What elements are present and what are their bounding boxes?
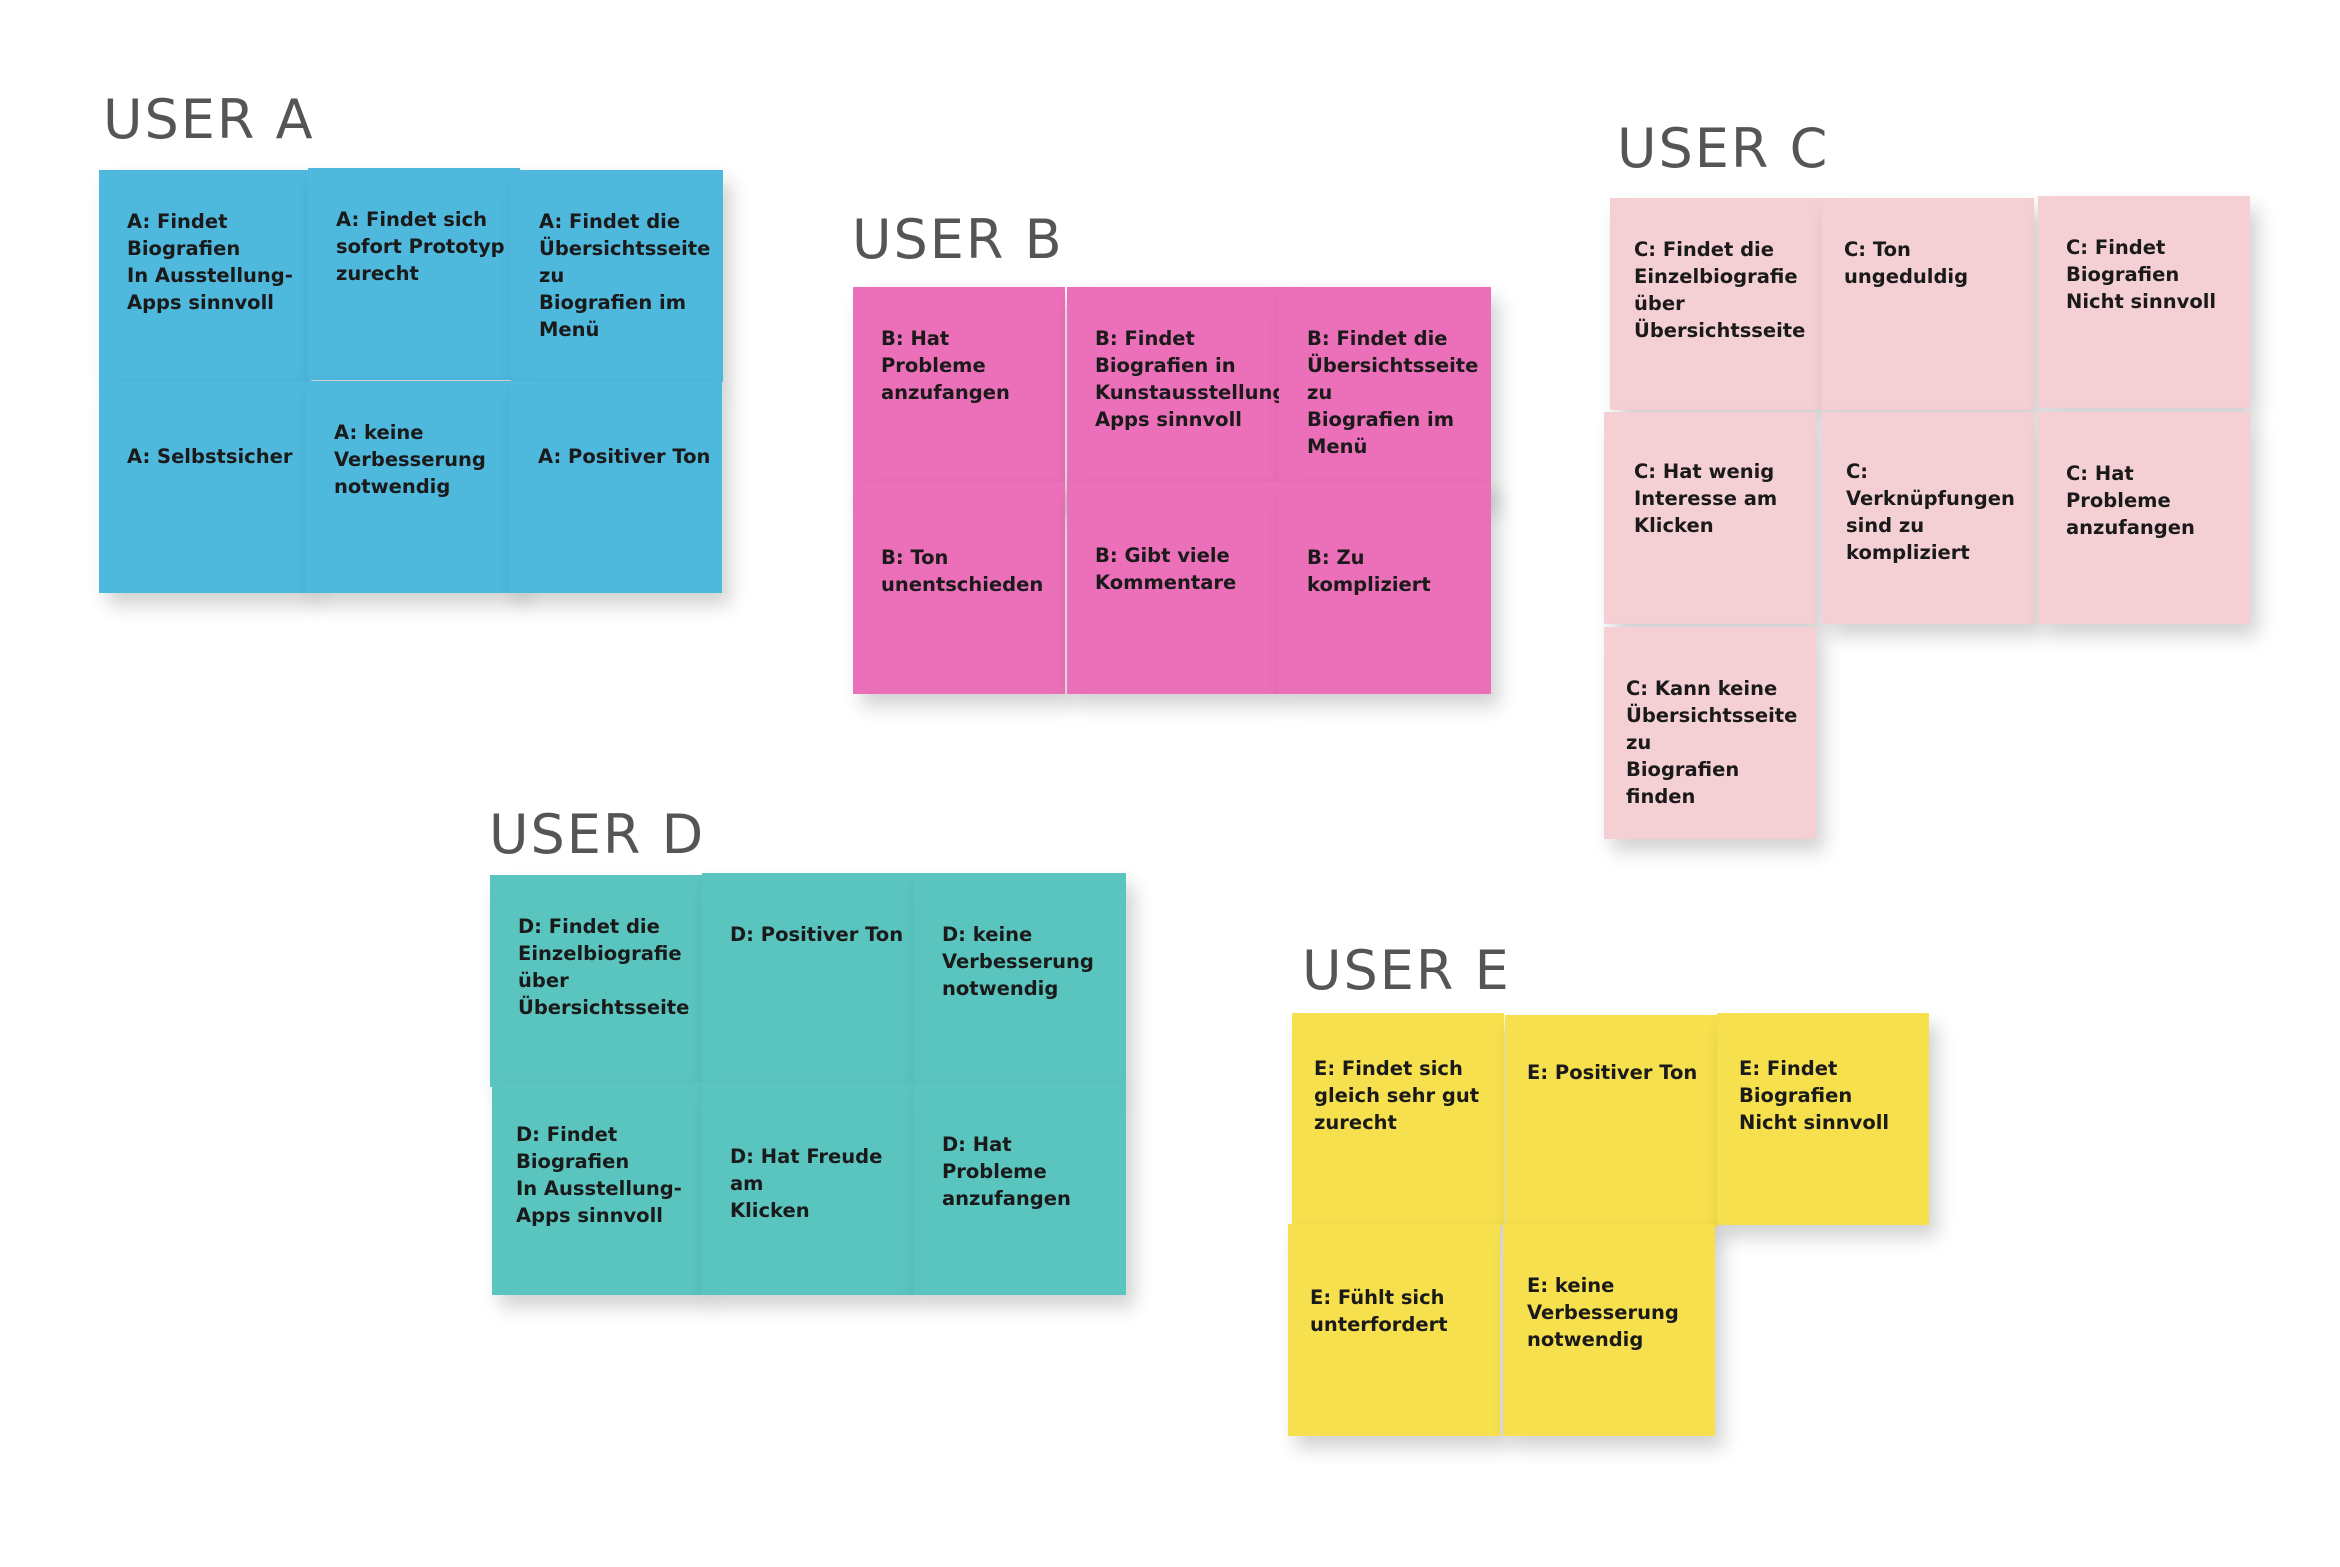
sticky-note-user-d[interactable]: D: Findet Biografien In Ausstellung- App… xyxy=(492,1083,704,1295)
sticky-note-user-b[interactable]: B: Gibt viele Kommentare xyxy=(1067,482,1279,694)
sticky-note-user-c[interactable]: C: Kann keine Übersichtsseite zu Biograf… xyxy=(1604,627,1816,839)
sticky-note-user-b[interactable]: B: Ton unentschieden xyxy=(853,482,1065,694)
group-title-user-d: USER D xyxy=(489,803,706,866)
sticky-note-user-a[interactable]: A: Findet sich sofort Prototyp zurecht xyxy=(308,168,520,380)
group-title-user-b: USER B xyxy=(852,208,1064,271)
sticky-note-user-a[interactable]: A: keine Verbesserung notwendig xyxy=(306,381,518,593)
sticky-note-user-a[interactable]: A: Selbstsicher xyxy=(99,381,311,593)
sticky-note-user-e[interactable]: E: keine Verbesserung notwendig xyxy=(1503,1224,1715,1436)
sticky-note-user-c[interactable]: C: Findet die Einzelbiografie über Übers… xyxy=(1610,198,1822,410)
sticky-note-user-b[interactable]: B: Hat Probleme anzufangen xyxy=(853,287,1065,499)
sticky-note-user-a[interactable]: A: Findet die Übersichtsseite zu Biograf… xyxy=(511,170,723,382)
sticky-note-user-e[interactable]: E: Fühlt sich unterfordert xyxy=(1288,1224,1500,1436)
sticky-note-user-c[interactable]: C: Findet Biografien Nicht sinnvoll xyxy=(2038,196,2250,408)
group-title-user-c: USER C xyxy=(1617,117,1830,180)
group-title-user-e: USER E xyxy=(1302,939,1511,1002)
group-title-user-a: USER A xyxy=(103,88,315,151)
sticky-note-user-a[interactable]: A: Findet Biografien In Ausstellung- App… xyxy=(99,170,311,382)
sticky-note-user-b[interactable]: B: Findet die Übersichtsseite zu Biograf… xyxy=(1279,287,1491,499)
sticky-note-user-c[interactable]: C: Verknüpfungen sind zu kompliziert xyxy=(1822,412,2034,624)
sticky-note-user-d[interactable]: D: Positiver Ton xyxy=(702,873,914,1085)
sticky-note-user-d[interactable]: D: Hat Freude am Klicken xyxy=(702,1083,914,1295)
sticky-note-user-a[interactable]: A: Positiver Ton xyxy=(510,381,722,593)
sticky-note-user-c[interactable]: C: Hat Probleme anzufangen xyxy=(2038,412,2250,624)
sticky-note-user-c[interactable]: C: Hat wenig Interesse am Klicken xyxy=(1604,412,1816,624)
sticky-note-user-d[interactable]: D: Findet die Einzelbiografie über Übers… xyxy=(490,875,702,1087)
sticky-note-user-b[interactable]: B: Zu kompliziert xyxy=(1279,482,1491,694)
sticky-note-user-c[interactable]: C: Ton ungeduldig xyxy=(1822,198,2034,410)
sticky-note-user-e[interactable]: E: Findet sich gleich sehr gut zurecht xyxy=(1292,1013,1504,1225)
sticky-note-user-d[interactable]: D: keine Verbesserung notwendig xyxy=(914,873,1126,1085)
sticky-note-user-b[interactable]: B: Findet Biografien in Kunstausstellung… xyxy=(1067,287,1279,499)
sticky-note-user-e[interactable]: E: Findet Biografien Nicht sinnvoll xyxy=(1717,1013,1929,1225)
sticky-note-user-e[interactable]: E: Positiver Ton xyxy=(1505,1015,1717,1227)
sticky-note-user-d[interactable]: D: Hat Probleme anzufangen xyxy=(914,1083,1126,1295)
